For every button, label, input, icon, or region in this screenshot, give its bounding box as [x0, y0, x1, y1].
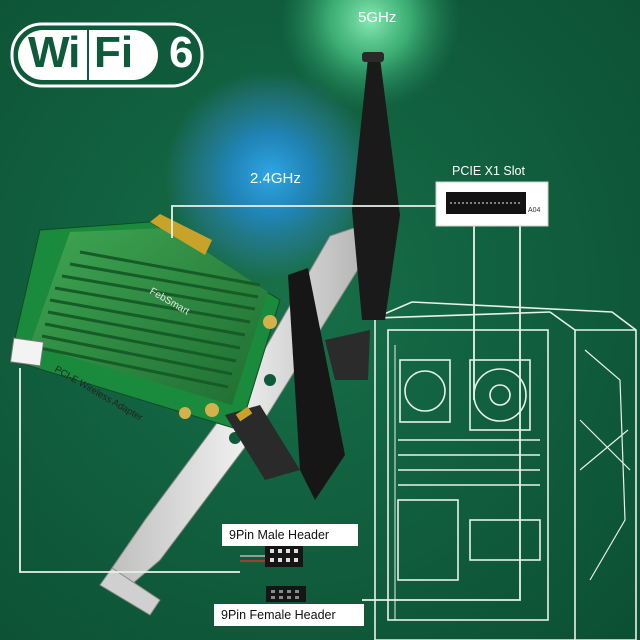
pc-tower-line-art: [374, 301, 637, 640]
female-header-connector: [266, 586, 306, 602]
pcie-slot-callout: A04: [435, 181, 549, 227]
antenna-2-4ghz: [225, 268, 345, 500]
slot-chip-text: A04: [528, 207, 541, 214]
male-header-label: 9Pin Male Header: [229, 528, 330, 542]
antenna-5ghz: [325, 52, 400, 380]
callout-lines: [19, 205, 521, 601]
pcie-slot-label: PCIE X1 Slot: [452, 164, 525, 178]
band-label-5ghz: 5GHz: [358, 9, 397, 26]
wifi6-badge-shape: [10, 22, 204, 88]
wifi-card: [9, 214, 281, 431]
band-label-2-4ghz: 2.4GHz: [250, 170, 301, 187]
female-header-label-bg: [214, 604, 364, 626]
badge-six: 6: [169, 28, 194, 77]
badge-wi: Wi: [28, 28, 80, 77]
badge-fi: Fi: [94, 28, 134, 77]
male-header-label-bg: [222, 524, 358, 546]
signal-glow-2-4ghz: [165, 70, 375, 280]
male-header-connector: [240, 545, 303, 567]
wifi6-badge: Wi Fi 6: [10, 22, 204, 88]
female-header-label: 9Pin Female Header: [221, 608, 336, 622]
